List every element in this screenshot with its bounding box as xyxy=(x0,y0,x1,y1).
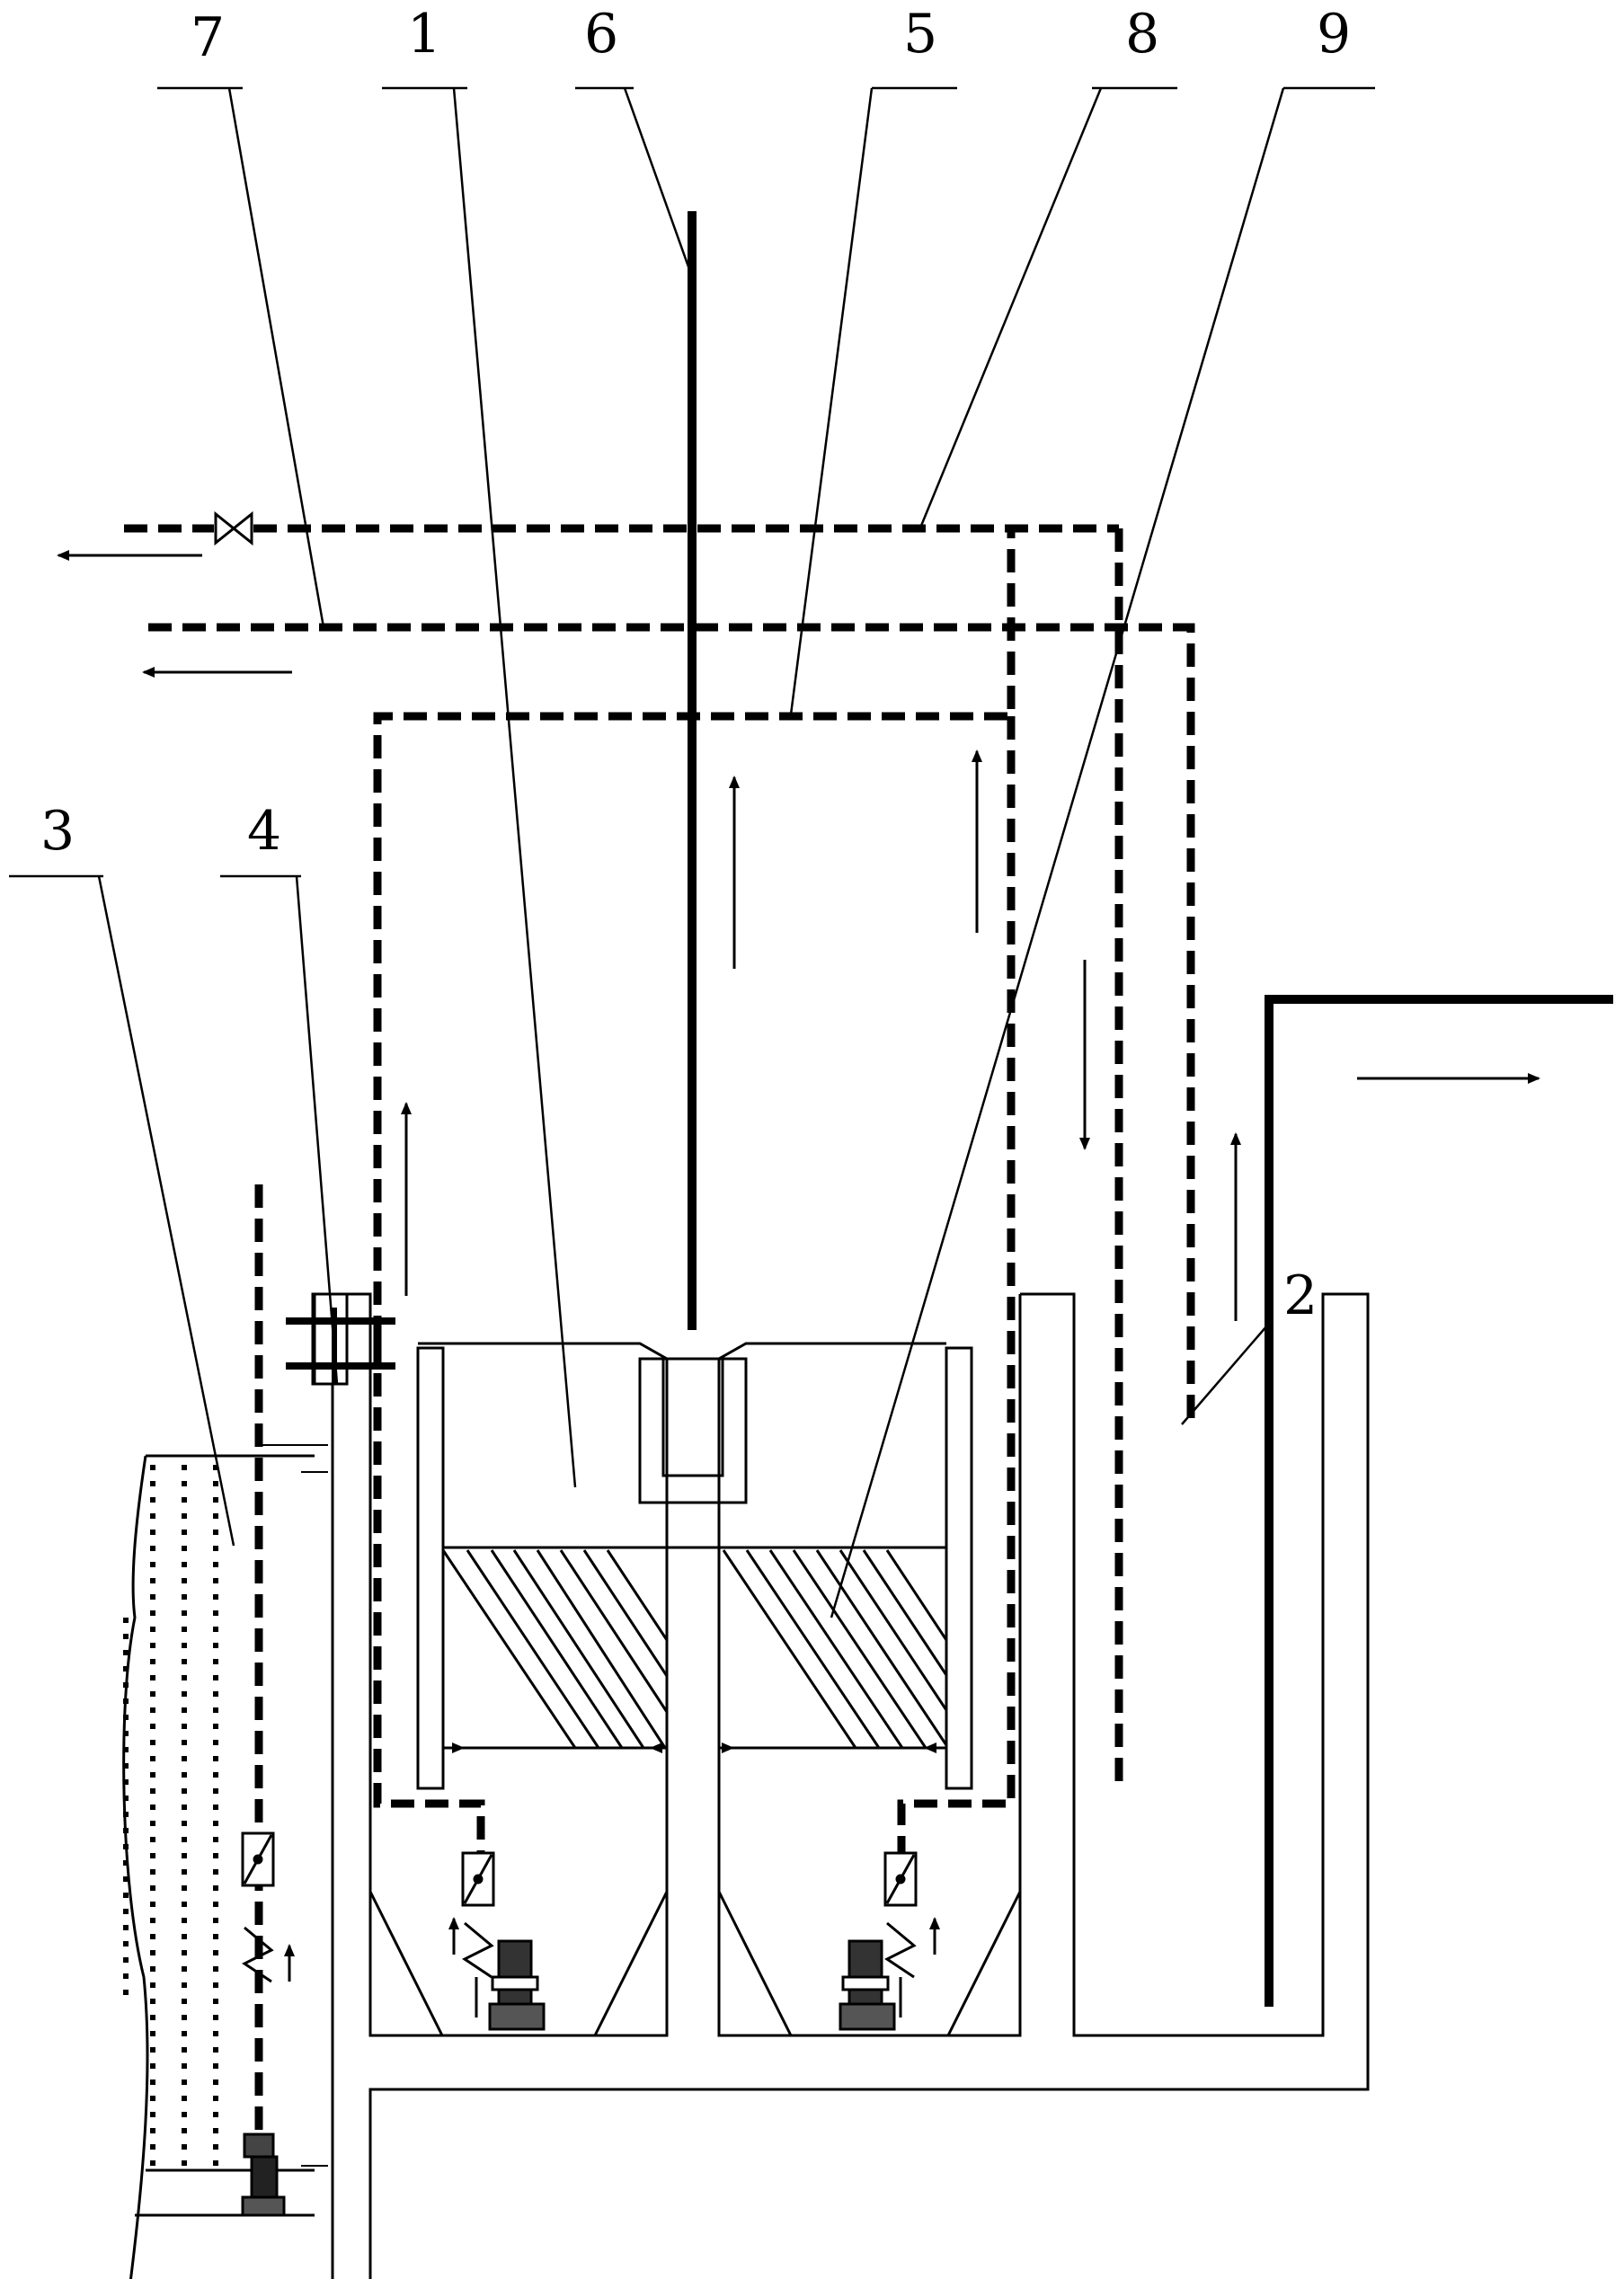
callout-9: 9 xyxy=(1317,3,1351,66)
pipe-7 xyxy=(148,623,1195,1420)
tank-structure xyxy=(313,1292,1370,2279)
callout-7: 7 xyxy=(191,6,225,69)
flow-meter-icon xyxy=(883,1851,918,1907)
check-valve-icon xyxy=(884,1921,917,1979)
callout-2: 2 xyxy=(1283,1264,1318,1327)
flow-arrows xyxy=(57,550,1540,1321)
pipe-8 xyxy=(124,524,1123,1788)
inclined-plate-pack-right xyxy=(722,1549,948,1749)
gate-valve-icon xyxy=(214,510,253,546)
check-valve-icon xyxy=(242,1926,274,1983)
vertical-pump-icon xyxy=(839,1939,902,2031)
flange-4 xyxy=(286,1292,395,1386)
flow-meter-icon xyxy=(461,1851,495,1907)
check-valve-icon xyxy=(462,1921,494,1979)
inclined-plate-pack-left xyxy=(441,1549,669,1749)
callout-5: 5 xyxy=(903,3,937,66)
callout-1: 1 xyxy=(407,3,441,66)
callout-3: 3 xyxy=(40,800,75,863)
outlet-pipe xyxy=(1265,995,1613,2007)
flow-meter-icon xyxy=(241,1831,275,1887)
callout-4: 4 xyxy=(247,800,281,863)
callout-6: 6 xyxy=(584,3,618,66)
callout-8: 8 xyxy=(1125,3,1159,66)
callouts xyxy=(9,86,1375,1618)
submersible-pump-icon xyxy=(241,2133,286,2217)
vertical-pump-icon xyxy=(475,1939,546,2031)
filter-media-strings xyxy=(123,1465,218,2166)
